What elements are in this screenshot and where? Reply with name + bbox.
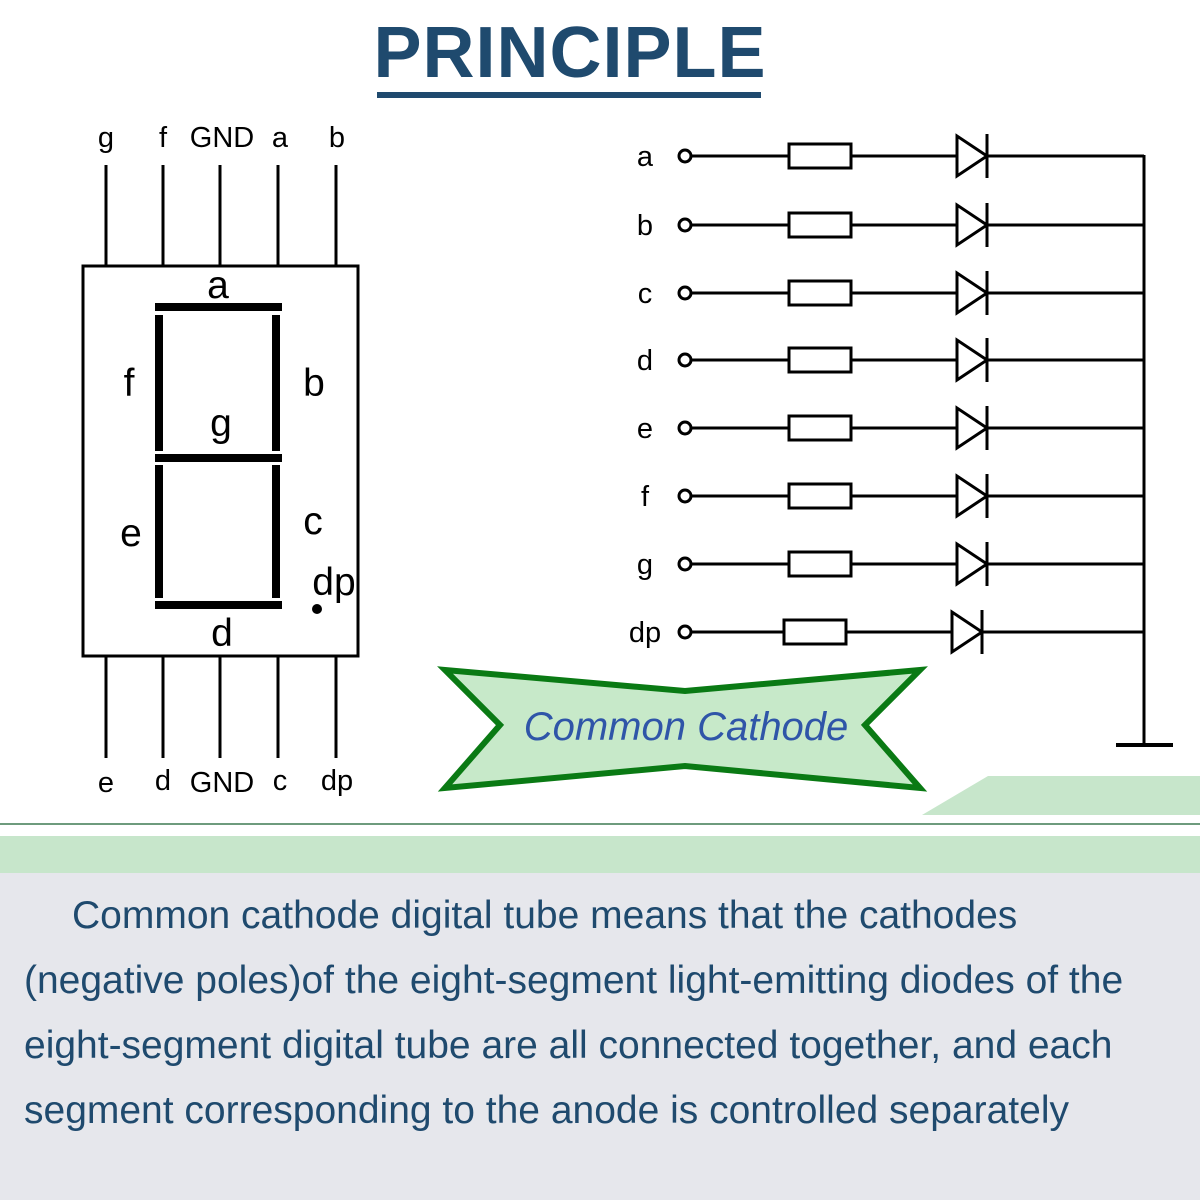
segment-bars xyxy=(155,303,322,614)
circuit-row-a: a xyxy=(637,133,1144,179)
diode xyxy=(955,337,990,383)
banner-label: Common Cathode xyxy=(524,705,849,749)
diode xyxy=(955,202,990,248)
input-label: dp xyxy=(629,617,661,649)
segment-label-c: c xyxy=(303,500,323,543)
circuit-row-dp: dp xyxy=(629,609,1144,655)
segment-f-bar xyxy=(155,315,163,451)
segment-label-f: f xyxy=(124,362,135,405)
circuit-row-e: e xyxy=(637,405,1144,451)
segment-label-g: g xyxy=(210,402,232,445)
top-pin-label: a xyxy=(272,122,289,154)
circuit-schematic: a b c d e f g dp xyxy=(629,133,1144,655)
bottom-pin-label: d xyxy=(155,765,171,797)
input-terminal xyxy=(677,556,693,572)
input-label: e xyxy=(637,413,653,445)
top-pin-label: b xyxy=(329,122,345,154)
top-pin-label: GND xyxy=(190,122,254,154)
input-terminal xyxy=(677,217,693,233)
input-terminal xyxy=(677,148,693,164)
circuit-row-d: d xyxy=(637,337,1144,383)
description-panel: Common cathode digital tube means that t… xyxy=(0,873,1200,1200)
input-terminal xyxy=(677,624,693,640)
input-label: b xyxy=(637,210,653,242)
top-pin-label: g xyxy=(98,122,114,154)
segment-dp-dot xyxy=(312,604,322,614)
input-label: d xyxy=(637,345,653,377)
input-label: c xyxy=(638,278,653,310)
corner-accent xyxy=(922,776,1200,815)
bottom-pin-lines xyxy=(104,656,338,758)
segment-label-b: b xyxy=(303,362,325,405)
circuit-row-b: b xyxy=(637,202,1144,248)
segment-c-bar xyxy=(272,465,280,598)
segment-label-d: d xyxy=(211,612,233,655)
segment-label-e: e xyxy=(120,512,142,555)
diode xyxy=(955,473,990,519)
principle-diagram: g f GND a b e d GND c dp a f b g e c dp … xyxy=(0,122,1200,873)
segment-b-bar xyxy=(272,315,280,451)
bottom-pin-label: GND xyxy=(190,767,254,799)
bottom-pin-label: e xyxy=(98,767,114,799)
diode xyxy=(950,609,985,655)
resistor xyxy=(782,618,848,646)
diode xyxy=(955,270,990,316)
banner-shape xyxy=(437,666,928,792)
title-underline xyxy=(377,92,761,98)
segment-e-bar xyxy=(155,465,163,598)
resistor xyxy=(787,482,853,510)
bottom-pin-label: dp xyxy=(321,765,353,797)
input-terminal xyxy=(677,352,693,368)
segment-label-a: a xyxy=(207,264,229,307)
circuit-row-c: c xyxy=(638,270,1144,316)
input-terminal xyxy=(677,488,693,504)
segment-label-dp: dp xyxy=(312,561,355,604)
bottom-pin-label: c xyxy=(273,765,288,797)
diode xyxy=(955,541,990,587)
segment-a-bar xyxy=(155,303,282,311)
resistor xyxy=(787,550,853,578)
input-label: g xyxy=(637,549,653,581)
input-terminal xyxy=(677,285,693,301)
top-pin-lines xyxy=(104,165,338,266)
resistor xyxy=(787,142,853,170)
segment-g-bar xyxy=(155,454,282,462)
diode xyxy=(955,405,990,451)
segment-labels: a f b g e c dp d xyxy=(120,264,356,655)
common-bus xyxy=(1116,155,1173,747)
segment-d-bar xyxy=(155,601,282,609)
resistor xyxy=(787,414,853,442)
input-label: f xyxy=(641,481,650,513)
resistor xyxy=(787,346,853,374)
top-pin-label: f xyxy=(159,122,168,154)
resistor xyxy=(787,211,853,239)
resistor xyxy=(787,279,853,307)
seven-segment-display xyxy=(81,165,360,758)
circuit-row-f: f xyxy=(641,473,1144,519)
common-cathode-banner: Common Cathode xyxy=(437,666,928,792)
circuit-row-g: g xyxy=(637,541,1144,587)
diode xyxy=(955,133,990,179)
green-band xyxy=(0,836,1200,873)
input-label: a xyxy=(637,141,654,173)
input-terminal xyxy=(677,420,693,436)
page-title: PRINCIPLE xyxy=(373,13,767,93)
pin-labels: g f GND a b e d GND c dp xyxy=(98,122,353,799)
description-text: Common cathode digital tube means that t… xyxy=(24,894,1124,1132)
